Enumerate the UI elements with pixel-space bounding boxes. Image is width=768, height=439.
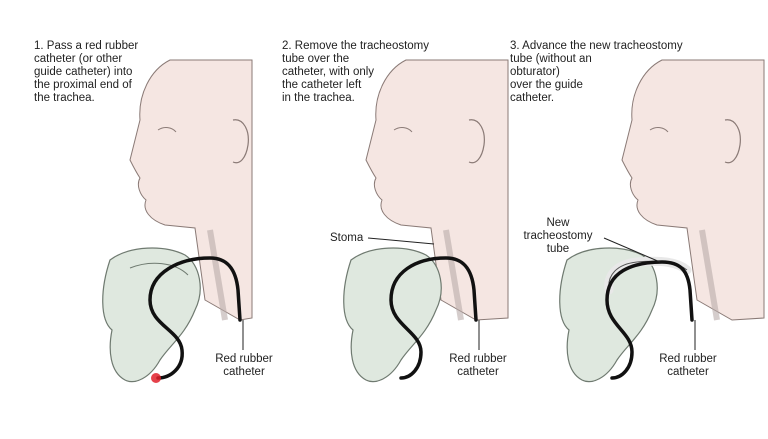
head-neck-3 xyxy=(621,59,765,321)
red-rubber-catheter-label-1: Red rubber catheter xyxy=(215,353,273,378)
panel-1-illustration xyxy=(102,59,253,383)
head-neck-1 xyxy=(129,59,253,321)
new-tracheostomy-tube-label: New tracheostomy tube xyxy=(523,217,593,255)
red-rubber-catheter-1 xyxy=(148,256,242,380)
step-1-instruction: 1. Pass a red rubber catheter (or other … xyxy=(34,40,139,104)
red-rubber-catheter-2 xyxy=(389,256,478,380)
catheter-tip-marker xyxy=(151,373,161,383)
gloved-hand-1 xyxy=(102,247,201,383)
red-rubber-catheter-label-3: Red rubber catheter xyxy=(659,353,717,378)
step-2-instruction: 2. Remove the tracheostomy tube over the… xyxy=(282,40,430,104)
stoma-label: Stoma xyxy=(330,232,364,244)
gloved-hand-2 xyxy=(343,247,442,383)
head-neck-2 xyxy=(365,59,509,321)
step-3-instruction: 3. Advance the new tracheostomy tube (wi… xyxy=(510,40,683,104)
red-rubber-catheter-label-2: Red rubber catheter xyxy=(449,353,507,378)
panel-3-illustration xyxy=(559,59,765,383)
red-rubber-catheter-3 xyxy=(605,260,694,380)
panel-2-illustration xyxy=(343,59,509,383)
